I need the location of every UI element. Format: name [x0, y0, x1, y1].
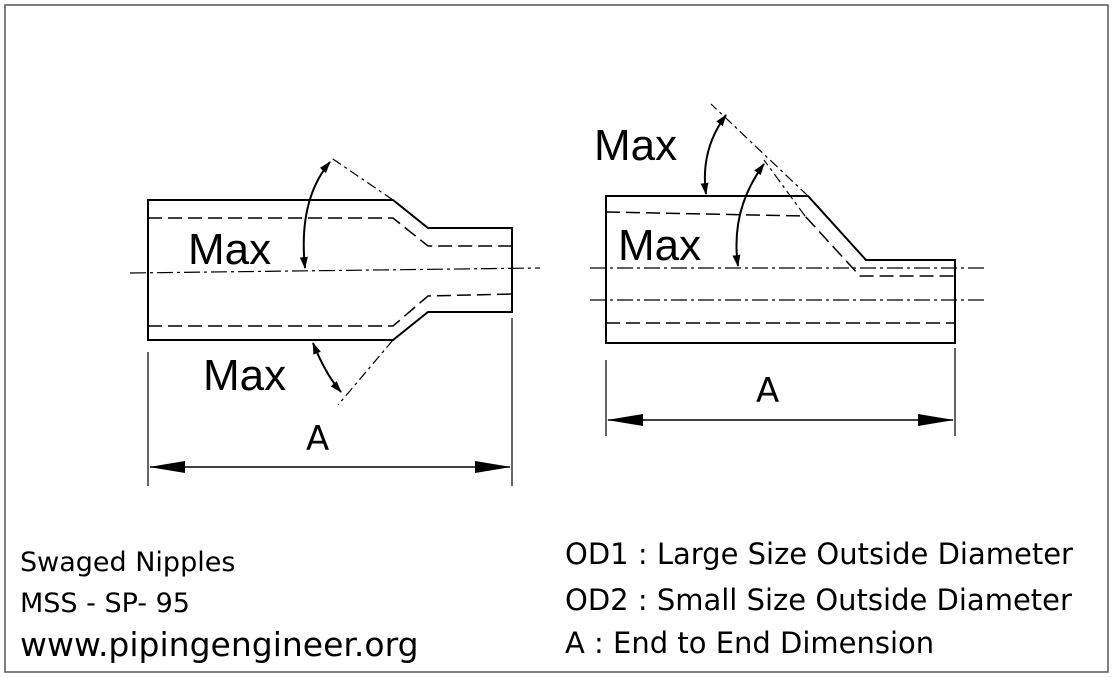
right-bore-top: [605, 211, 955, 277]
right-swaged-nipple: [590, 103, 988, 436]
right-max-label-bottom: Max: [618, 221, 701, 270]
left-max-label-bottom: Max: [203, 351, 286, 400]
right-angle-arc-inner: [732, 163, 765, 267]
legend-a: A : End to End Dimension: [565, 626, 935, 660]
left-dimension-label: A: [306, 419, 329, 459]
left-max-label-top: Max: [188, 225, 271, 274]
left-angle-arc-bottom: [312, 342, 342, 393]
left-extension-top: [329, 156, 394, 201]
left-nipple-outline: [147, 199, 513, 341]
right-extension-inner: [763, 159, 806, 217]
caption-standard: MSS - SP- 95: [20, 588, 190, 619]
right-dimension-label: A: [756, 371, 779, 411]
caption-website: www.pipingengineer.org: [20, 625, 419, 664]
right-angle-arc-outer: [700, 114, 727, 195]
left-centerline: [129, 267, 541, 274]
left-angle-arc-top: [299, 161, 331, 269]
legend-od2: OD2 : Small Size Outside Diameter: [565, 583, 1072, 617]
right-max-label-top: Max: [594, 121, 677, 170]
left-bore-top: [148, 217, 512, 247]
left-swaged-nipple: [129, 156, 541, 486]
caption-title: Swaged Nipples: [20, 547, 236, 578]
legend-od1: OD1 : Large Size Outside Diameter: [565, 537, 1073, 571]
right-extension-outer: [710, 103, 809, 197]
drawing-border: [4, 4, 1109, 673]
left-bore-bottom: [148, 293, 513, 327]
left-extension-bottom: [337, 339, 394, 406]
